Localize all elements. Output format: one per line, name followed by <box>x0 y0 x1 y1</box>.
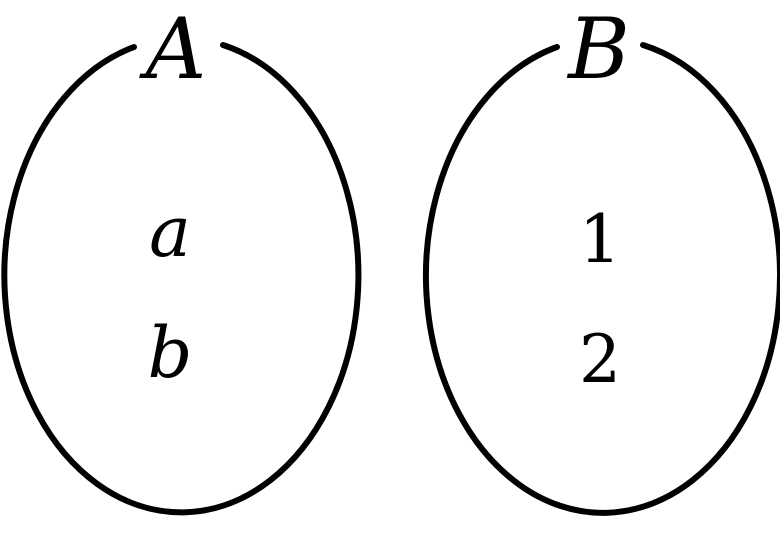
set-a-element-2: b <box>148 312 193 394</box>
set-b: B 1 2 <box>423 0 780 516</box>
set-a: A a b <box>1 0 362 516</box>
set-a-outline <box>1 42 362 516</box>
set-b-outline <box>423 42 780 516</box>
set-b-label: B <box>566 0 630 98</box>
set-b-element-2: 2 <box>579 321 621 398</box>
set-b-element-1: 1 <box>579 201 621 278</box>
set-a-label: A <box>139 0 207 98</box>
set-a-element-1: a <box>149 191 191 273</box>
